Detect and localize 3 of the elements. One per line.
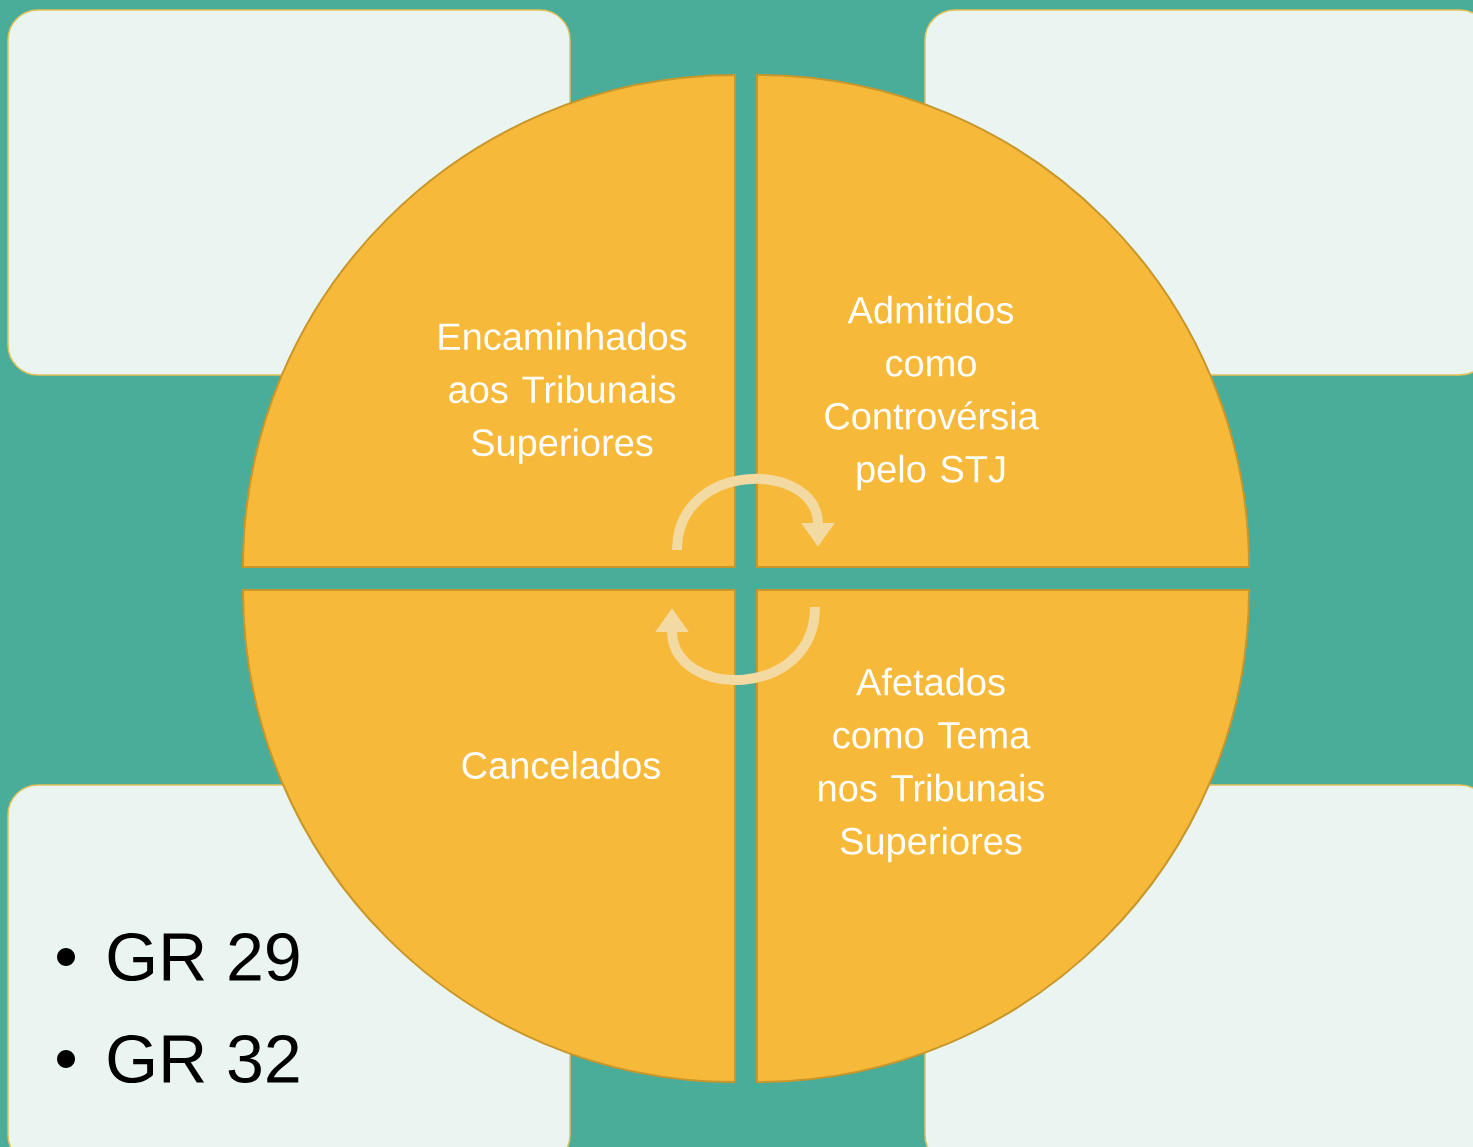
quadrant-segment: Encaminhados aos Tribunais Superiores	[242, 74, 736, 568]
quadrant-segment: Afetados como Tema nos Tribunais Superiores	[756, 589, 1250, 1083]
quadrant-segment: Admitidos como Controvérsia pelo STJ	[756, 74, 1250, 568]
